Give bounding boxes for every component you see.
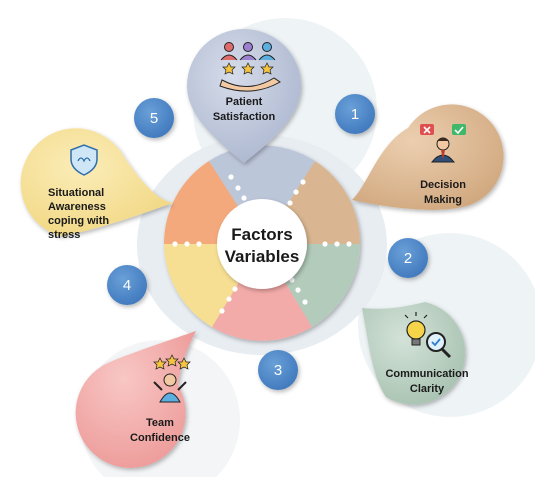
situational-label-line2: Awareness bbox=[48, 201, 106, 213]
number-badge-2: 2 bbox=[388, 238, 428, 278]
factor-patient-satisfaction: Patient Satisfaction bbox=[186, 28, 301, 163]
center-title-line2: Variables bbox=[225, 247, 300, 266]
situational-label-line4: stress bbox=[48, 229, 80, 241]
situational-label-line3: coping with bbox=[48, 215, 109, 227]
factor-team-confidence: Team Confidence bbox=[75, 331, 196, 468]
center-hub: Factors Variables bbox=[217, 199, 307, 289]
number-badge-3: 3 bbox=[258, 350, 298, 390]
svg-text:5: 5 bbox=[150, 110, 158, 127]
svg-text:3: 3 bbox=[274, 362, 282, 379]
patient-label-line2: Satisfaction bbox=[213, 111, 276, 123]
situational-label-line1: Situational bbox=[48, 187, 104, 199]
segment-pink bbox=[212, 244, 312, 341]
communication-label-line2: Clarity bbox=[410, 383, 445, 395]
team-label-line1: Team bbox=[146, 417, 174, 429]
factor-communication-clarity: Communication Clarity bbox=[362, 302, 469, 405]
decision-label-line1: Decision bbox=[420, 179, 466, 191]
shield-brain-icon bbox=[70, 144, 98, 176]
segment-dots bbox=[172, 174, 352, 314]
segment-blue bbox=[209, 145, 315, 244]
svg-text:4: 4 bbox=[123, 277, 131, 294]
number-badge-5: 5 bbox=[134, 98, 174, 138]
communication-label-line1: Communication bbox=[385, 368, 468, 380]
people-rating-hand-icon bbox=[219, 42, 281, 92]
number-badge-1: 1 bbox=[335, 94, 375, 134]
number-badge-4: 4 bbox=[107, 265, 147, 305]
factor-decision-making: Decision Making bbox=[352, 104, 504, 210]
team-label-line2: Confidence bbox=[130, 432, 190, 444]
svg-text:2: 2 bbox=[404, 250, 412, 267]
factor-situational-awareness: Situational Awareness coping with stress bbox=[20, 128, 173, 241]
person-stars-icon bbox=[153, 354, 191, 403]
center-title-line1: Factors bbox=[231, 225, 292, 244]
lightbulb-magnifier-icon bbox=[404, 312, 452, 359]
svg-text:1: 1 bbox=[351, 106, 359, 123]
patient-label-line1: Patient bbox=[226, 96, 263, 108]
decision-label-line2: Making bbox=[424, 194, 462, 206]
doctor-choice-icon bbox=[420, 124, 466, 163]
